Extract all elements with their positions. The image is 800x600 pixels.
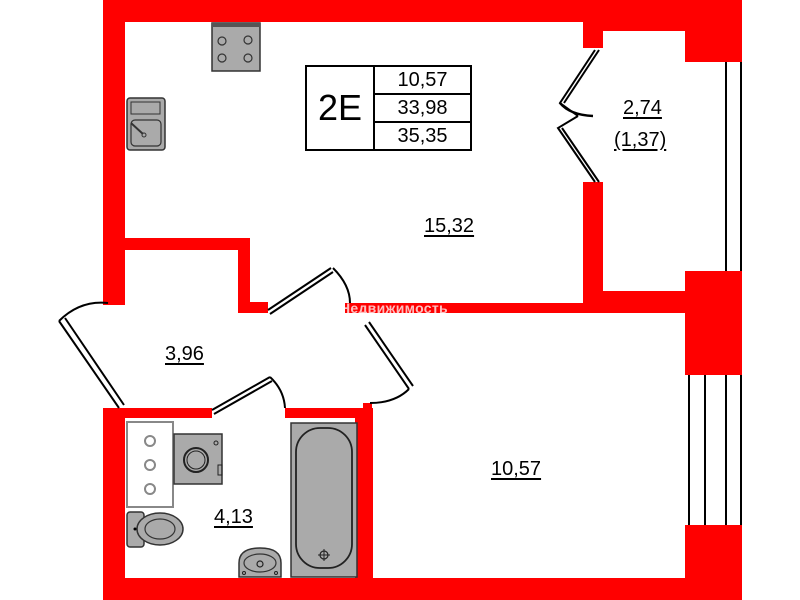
living-area-value: 10,57 <box>397 68 448 91</box>
stove-icon <box>211 22 261 72</box>
room-area-kitchen: 15,32 <box>424 215 475 237</box>
windows <box>688 62 742 525</box>
bathroom-sink-icon <box>238 547 282 578</box>
toilet-icon <box>126 511 184 548</box>
room-area-balcony: 2,74 <box>623 97 662 119</box>
walls <box>103 0 742 600</box>
total-with-balcony-value: 35,35 <box>375 121 470 149</box>
room-area-bathroom: 4,13 <box>214 506 253 528</box>
apartment-legend: 2E 10,57 33,98 35,35 <box>305 65 472 151</box>
total-area-value: 33,98 <box>375 93 470 121</box>
doors <box>58 49 600 415</box>
room-area-bedroom: 10,57 <box>491 458 542 480</box>
area-summary: 10,57 33,98 35,35 <box>375 67 470 149</box>
room-area-hallway: 3,96 <box>165 343 204 365</box>
bathtub-icon <box>290 422 358 578</box>
bathroom-cabinet-icon <box>126 421 174 508</box>
kitchen-sink-icon <box>126 97 166 151</box>
washing-machine-icon <box>173 433 223 485</box>
room-area-balcony-reduced: (1,37) <box>614 129 667 151</box>
apartment-type: 2E <box>307 67 375 149</box>
watermark: Недвижимость <box>340 300 448 316</box>
